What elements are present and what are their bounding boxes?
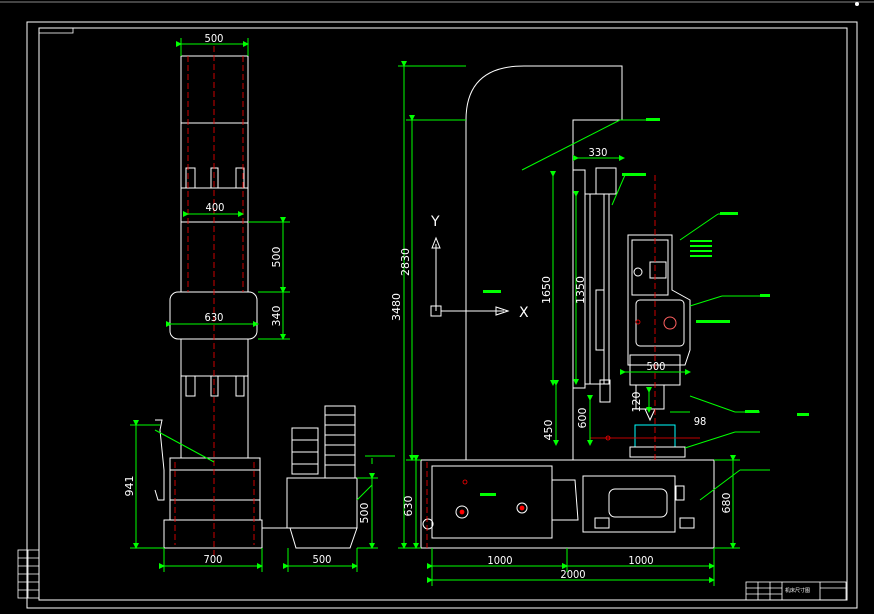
dim-front-base-height: 941 xyxy=(123,476,136,497)
gauge-dial xyxy=(663,316,677,330)
dim-side-base-right: 1000 xyxy=(628,554,653,567)
title-block xyxy=(745,581,847,601)
hydraulic-cooler xyxy=(324,405,356,479)
dim-side-base-630: 630 xyxy=(402,496,415,517)
dim-side-stroke-a: 1650 xyxy=(540,276,553,304)
front-lever xyxy=(154,419,165,501)
ucs-axis-icon xyxy=(430,236,510,317)
access-panel xyxy=(582,475,676,533)
front-base-upper xyxy=(169,457,261,521)
c-frame xyxy=(465,65,623,460)
dim-front-height-a: 500 xyxy=(270,247,283,268)
front-base-lower xyxy=(163,519,263,549)
dim-side-base-680: 680 xyxy=(720,493,733,514)
control-cabinet xyxy=(627,234,691,366)
side-red-details xyxy=(426,175,700,548)
front-centerlines xyxy=(174,46,255,555)
dim-front-height-b: 340 xyxy=(270,306,283,327)
dim-side-low-600: 600 xyxy=(576,408,589,429)
hydraulic-motor xyxy=(291,427,319,475)
inner-border xyxy=(38,27,848,601)
dim-tank-height: 500 xyxy=(358,503,371,524)
crosshair-marker xyxy=(855,2,859,6)
dim-front-base-width: 700 xyxy=(204,553,223,566)
slide-body xyxy=(584,193,610,385)
front-slider xyxy=(169,291,258,340)
dim-side-stroke-b: 1350 xyxy=(574,276,587,304)
axis-x-label: X xyxy=(519,305,529,321)
front-view xyxy=(154,55,373,549)
dim-tank-width: 500 xyxy=(313,553,332,566)
side-dimensions xyxy=(398,61,770,586)
dim-side-98: 98 xyxy=(694,415,707,428)
hydraulic-tank xyxy=(286,477,358,529)
title-block-title: 机床尺寸图 xyxy=(785,587,810,594)
dim-side-120: 120 xyxy=(630,392,643,413)
dim-side-head-width: 330 xyxy=(589,146,608,159)
dim-side-box-500: 500 xyxy=(647,360,666,373)
dim-side-base-left: 1000 xyxy=(487,554,512,567)
corner-tag xyxy=(38,27,74,34)
dim-side-column-height: 2830 xyxy=(399,248,412,276)
dim-front-mid-width: 630 xyxy=(205,311,224,324)
side-view xyxy=(420,65,715,549)
front-column-top xyxy=(180,55,249,124)
dim-side-total-height: 3480 xyxy=(390,293,403,321)
side-base xyxy=(420,459,715,549)
front-dimensions xyxy=(130,38,395,572)
dim-front-inner-width: 400 xyxy=(206,201,225,214)
revision-table xyxy=(17,549,40,599)
axis-y-label: Y xyxy=(430,214,440,230)
callout-markers xyxy=(480,118,809,496)
dim-front-top-width: 500 xyxy=(205,32,224,45)
dim-side-low-450: 450 xyxy=(542,420,555,441)
dim-side-base-total: 2000 xyxy=(560,568,585,581)
outer-border xyxy=(26,21,858,609)
